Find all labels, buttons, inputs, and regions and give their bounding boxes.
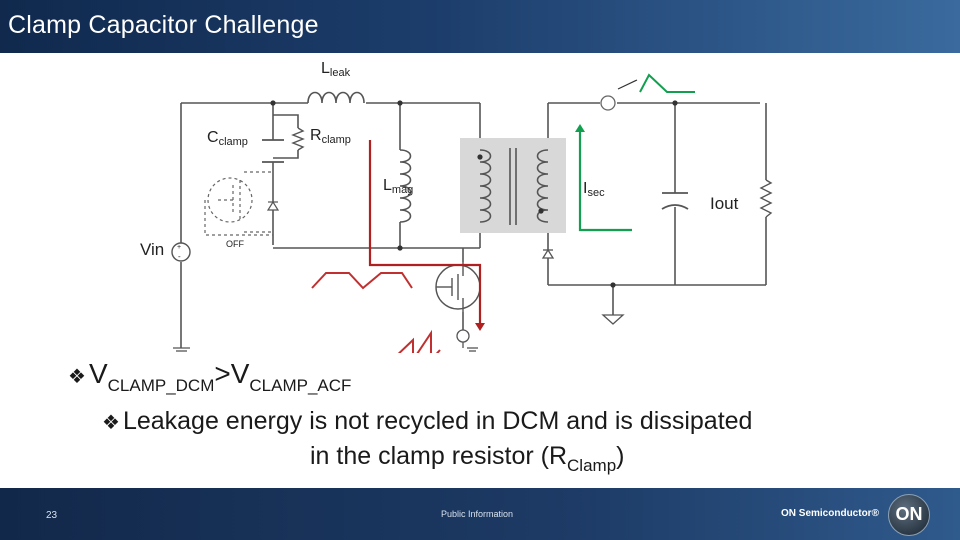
red-arrow-icon bbox=[475, 323, 485, 331]
bullet-leakage-energy: ❖Leakage energy is not recycled in DCM a… bbox=[102, 407, 753, 435]
primary-ground-icon bbox=[462, 342, 478, 352]
bullet-leakage-energy-line2: in the clamp resistor (RClamp) bbox=[310, 442, 625, 475]
vin-label: Vin bbox=[140, 240, 164, 259]
clamp-mosfet-off-icon bbox=[204, 171, 273, 236]
transformer-icon bbox=[479, 148, 549, 225]
title-bar: Clamp Capacitor Challenge bbox=[0, 0, 960, 53]
current-sense-icon bbox=[456, 329, 470, 343]
rclamp-resistor-icon bbox=[291, 127, 305, 151]
sw-node-marker-icon bbox=[600, 95, 616, 111]
vin-source-icon: + - bbox=[171, 242, 191, 262]
svg-text:+: + bbox=[177, 244, 181, 251]
diamond-bullet-icon: ❖ bbox=[102, 412, 120, 434]
iout-label: Iout bbox=[710, 194, 739, 213]
diamond-bullet-icon: ❖ bbox=[68, 366, 86, 388]
junction-dots bbox=[270, 100, 678, 288]
green-arrow-icon bbox=[575, 124, 585, 132]
off-label: OFF bbox=[226, 239, 244, 249]
page-number: 23 bbox=[46, 510, 58, 521]
main-mosfet-icon bbox=[435, 262, 481, 312]
cclamp-label: Cclamp bbox=[207, 129, 248, 148]
classification-label: Public Information bbox=[441, 509, 514, 519]
on-semi-logo-icon: ON bbox=[888, 494, 930, 536]
slide-title: Clamp Capacitor Challenge bbox=[8, 11, 319, 39]
secondary-voltage-waveform bbox=[639, 73, 695, 93]
probe-pointer-icon bbox=[617, 79, 638, 90]
lleak-label: Lleak bbox=[321, 60, 351, 79]
cclamp-capacitor-icon bbox=[262, 139, 284, 163]
transformer-background bbox=[460, 138, 566, 233]
clamp-body-diode-icon bbox=[266, 200, 280, 211]
clamp-voltage-waveform bbox=[311, 272, 413, 290]
isec-label: Isec bbox=[583, 180, 605, 199]
iout-resistor-icon bbox=[759, 179, 773, 218]
secondary-ground-icon bbox=[601, 314, 625, 325]
bullet-vclamp-comparison: ❖VCLAMP_DCM>VCLAMP_ACF bbox=[68, 358, 352, 395]
vin-ground-icon bbox=[173, 347, 190, 352]
primary-dot-icon bbox=[477, 154, 483, 160]
lleak-inductor-icon bbox=[307, 91, 365, 104]
red-leakage-path bbox=[368, 140, 482, 325]
primary-current-waveform bbox=[397, 329, 441, 353]
lmag-label: Lmag bbox=[383, 177, 413, 196]
green-isec-path bbox=[578, 130, 632, 232]
secondary-dot-icon bbox=[538, 208, 544, 214]
brand-name: ON Semiconductor® bbox=[781, 508, 879, 519]
svg-text:-: - bbox=[178, 252, 181, 261]
rclamp-label: Rclamp bbox=[310, 127, 351, 146]
circuit-wires bbox=[180, 102, 767, 348]
secondary-diode-icon bbox=[541, 248, 555, 259]
footer-bar: 23 Public Information ON Semiconductor® bbox=[0, 488, 960, 540]
output-capacitor-icon bbox=[661, 192, 689, 210]
lmag-inductor-icon bbox=[399, 149, 412, 223]
flyback-clamp-circuit: + - Lleak Cclamp Rclamp Lmag Isec Vin OF… bbox=[140, 60, 773, 353]
